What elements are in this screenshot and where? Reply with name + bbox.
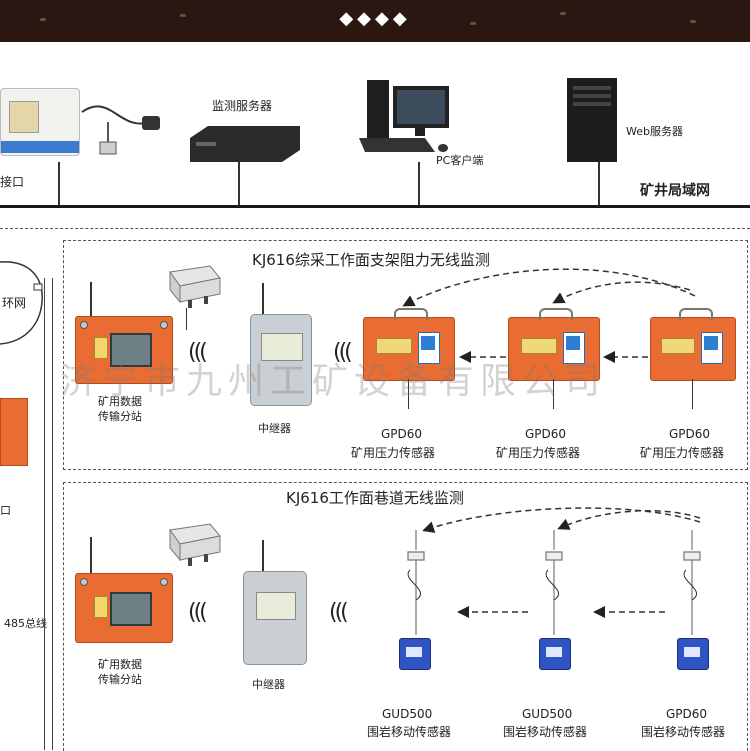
pc-client-label: PC客户端 — [436, 154, 484, 167]
section1-title: KJ616综采工作面支架阻力无线监测 — [252, 251, 490, 269]
s1-sensor-1-model: GPD60 — [381, 427, 423, 441]
station2-label-line2: 传输分站 — [98, 673, 142, 686]
repeater1-device — [250, 314, 312, 406]
station1-label-line2: 传输分站 — [98, 410, 142, 423]
web-server-icon — [567, 78, 617, 162]
outer-frame-top — [0, 228, 750, 229]
server-drop-line — [238, 162, 240, 206]
web-server-label: Web服务器 — [626, 125, 683, 138]
s1-sensor-1-device — [363, 308, 455, 381]
interface-label: 接口 — [0, 175, 25, 189]
wireless-icon-s1b: ((( — [333, 340, 353, 365]
s1-sensor-2-pole — [553, 379, 554, 409]
pc-drop-line — [418, 162, 420, 206]
s2-sensor-1-model: GUD500 — [382, 707, 433, 721]
section2-frame — [63, 482, 748, 751]
monitor-server-label: 监测服务器 — [212, 99, 273, 113]
top-banner: ◆◆◆◆ — [0, 0, 750, 42]
interface-device — [0, 88, 80, 156]
s1-sensor-1-pole — [408, 379, 409, 409]
s2-sensor-3-hanger — [683, 530, 701, 635]
repeater1-label: 中继器 — [258, 422, 291, 435]
cable-icon — [81, 105, 160, 155]
port-label: 口 — [0, 504, 11, 517]
wireless-icon-s2a: ((( — [188, 600, 208, 625]
bus-label: 485总线 — [4, 617, 47, 630]
s2-sensor-3-name: 围岩移动传感器 — [641, 725, 726, 739]
s2-sensor-1-name: 围岩移动传感器 — [367, 725, 452, 739]
s2-sensor-2-model: GUD500 — [522, 707, 573, 721]
diamond-ornament: ◆◆◆◆ — [339, 8, 411, 29]
lan-label: 矿井局域网 — [640, 183, 710, 199]
station1-device — [75, 316, 173, 384]
repeater2-antenna — [262, 540, 264, 574]
s1-sensor-2-model: GPD60 — [525, 427, 567, 441]
wireless-icon-s1a: ((( — [188, 340, 208, 365]
s1-sensor-2-device — [508, 308, 600, 381]
interface-drop-line — [58, 162, 60, 206]
left-bus-line — [44, 278, 45, 750]
station2-device — [75, 573, 173, 643]
repeater2-label: 中继器 — [252, 678, 285, 691]
wireless-icon-s2b: ((( — [329, 600, 349, 625]
left-bus-line-2 — [52, 278, 53, 750]
s1-sensor-3-device — [650, 308, 736, 381]
s2-sensor-1-device — [399, 638, 431, 670]
junction-cable — [186, 308, 187, 330]
s2-sensor-3-device — [677, 638, 709, 670]
section2-title: KJ616工作面巷道无线监测 — [286, 489, 464, 507]
s2-sensor-3-model: GPD60 — [666, 707, 708, 721]
junction-box-icon-2 — [169, 523, 221, 566]
junction-box-icon — [169, 265, 221, 308]
company-watermark: 济宁市九州工矿设备有限公司 — [60, 361, 607, 402]
station1-label-line1: 矿用数据 — [98, 395, 142, 408]
s2-sensor-1-hanger — [407, 530, 425, 635]
s1-sensor-3-name: 矿用压力传感器 — [640, 446, 725, 460]
s2-sensor-2-device — [539, 638, 571, 670]
station2-antenna — [90, 537, 92, 575]
ring-label: 环网 — [2, 296, 27, 310]
web-drop-line — [598, 162, 600, 206]
server-icon — [190, 126, 300, 162]
repeater2-device — [243, 571, 307, 665]
left-station — [0, 398, 28, 466]
station2-label-line1: 矿用数据 — [98, 658, 142, 671]
section1-frame — [63, 240, 748, 470]
pc-icon — [359, 80, 449, 152]
repeater1-antenna — [262, 283, 264, 317]
s1-sensor-1-name: 矿用压力传感器 — [351, 446, 436, 460]
ring-network-icon — [0, 261, 43, 345]
s2-sensor-2-name: 围岩移动传感器 — [503, 725, 588, 739]
s1-sensor-2-name: 矿用压力传感器 — [496, 446, 581, 460]
s2-sensor-2-hanger — [545, 530, 563, 635]
s1-sensor-3-pole — [692, 379, 693, 409]
s1-sensor-3-model: GPD60 — [669, 427, 711, 441]
lan-bus-line — [0, 205, 750, 208]
station1-antenna — [90, 282, 92, 318]
